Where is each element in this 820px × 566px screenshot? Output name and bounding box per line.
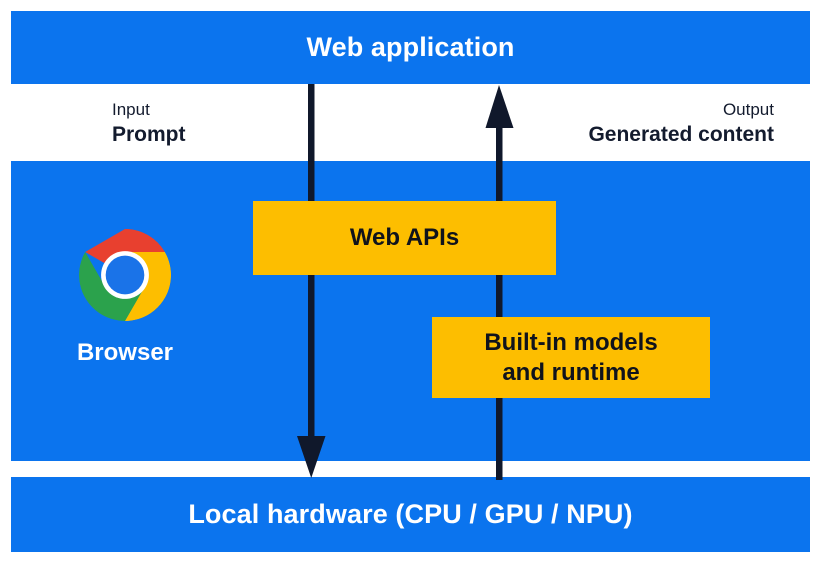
flow-label-input: Input Prompt bbox=[112, 100, 186, 147]
builtin-models-label-line1: Built-in models bbox=[484, 329, 658, 357]
arrow-down-icon bbox=[297, 84, 326, 478]
builtin-models-label: Built-in models and runtime bbox=[484, 328, 657, 387]
arrow-up-icon bbox=[485, 85, 514, 480]
input-value-label: Prompt bbox=[112, 122, 186, 146]
web-application-label: Web application bbox=[306, 32, 515, 62]
local-hardware-label: Local hardware (CPU / GPU / NPU) bbox=[188, 499, 633, 529]
web-apis-label: Web APIs bbox=[349, 224, 460, 252]
browser-caption: Browser bbox=[76, 339, 174, 366]
layer-web-application: Web application bbox=[11, 11, 810, 84]
output-value-label: Generated content bbox=[588, 122, 774, 146]
chrome-logo bbox=[79, 229, 171, 321]
flow-label-output: Output Generated content bbox=[588, 100, 774, 147]
builtin-models-label-line2: and runtime bbox=[502, 358, 640, 386]
box-builtin-models: Built-in models and runtime bbox=[432, 317, 710, 398]
box-web-apis: Web APIs bbox=[253, 201, 556, 275]
input-kind-label: Input bbox=[112, 100, 150, 119]
output-kind-label: Output bbox=[722, 100, 774, 119]
layer-local-hardware: Local hardware (CPU / GPU / NPU) bbox=[11, 477, 810, 552]
